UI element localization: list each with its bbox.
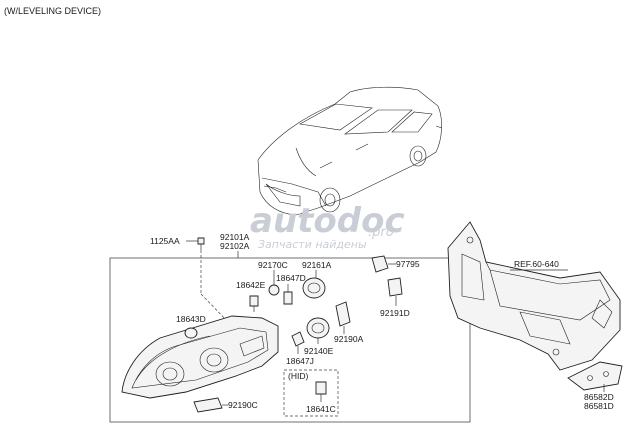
bulb-18647d — [283, 284, 293, 305]
hid-subassembly-box — [283, 369, 339, 417]
label-92101a: 92101A — [220, 232, 250, 242]
cover-92161a — [302, 270, 326, 299]
label-92170c: 92170C — [258, 260, 288, 270]
label-86582d: 86582D — [584, 392, 614, 402]
unit-97795 — [371, 255, 396, 273]
label-92161a: 92161A — [302, 260, 332, 270]
connector-92191d — [387, 277, 403, 306]
bracket-86582d — [567, 361, 623, 392]
bulb-18647j — [291, 331, 305, 354]
cover-92140e — [306, 317, 330, 344]
socket-92170c — [268, 270, 280, 296]
car-illustration — [257, 86, 443, 216]
cap-18643d — [184, 327, 198, 339]
label-92102a: 92102A — [220, 241, 250, 251]
label-hid: (HID) — [288, 371, 308, 381]
actuator-92190a — [335, 301, 351, 334]
watermark-tagline: Запчасти найдены — [258, 238, 367, 251]
label-18643d: 18643D — [176, 314, 206, 324]
diagram-header-title: (W/LEVELING DEVICE) — [4, 6, 101, 16]
label-86581d: 86581D — [584, 401, 614, 411]
watermark-suffix: .pro — [368, 225, 394, 240]
bolt-1125aa — [186, 237, 233, 327]
bulb-18641c — [315, 381, 327, 402]
label-18647j: 18647J — [286, 356, 314, 366]
label-97795: 97795 — [396, 259, 420, 269]
label-18647d: 18647D — [276, 273, 306, 283]
label-92140e: 92140E — [304, 346, 334, 356]
label-18641c: 18641C — [306, 404, 336, 414]
bulb-18642e — [249, 295, 259, 312]
watermark-brand: autodoc — [250, 201, 405, 241]
label-ref-60-640: REF.60-640 — [514, 259, 559, 269]
label-92190c: 92190C — [228, 400, 258, 410]
headlamp-assembly-frame — [109, 257, 471, 423]
front-end-module-frame — [447, 221, 621, 371]
label-92191d: 92191D — [380, 308, 410, 318]
label-1125aa: 1125AA — [150, 236, 180, 246]
watermark: autodoc .pro Запчасти найдены — [250, 201, 405, 251]
headlamp-housing — [121, 315, 279, 399]
lamp-92190c — [193, 397, 228, 413]
label-18642e: 18642E — [236, 280, 266, 290]
label-92190a: 92190A — [334, 334, 364, 344]
